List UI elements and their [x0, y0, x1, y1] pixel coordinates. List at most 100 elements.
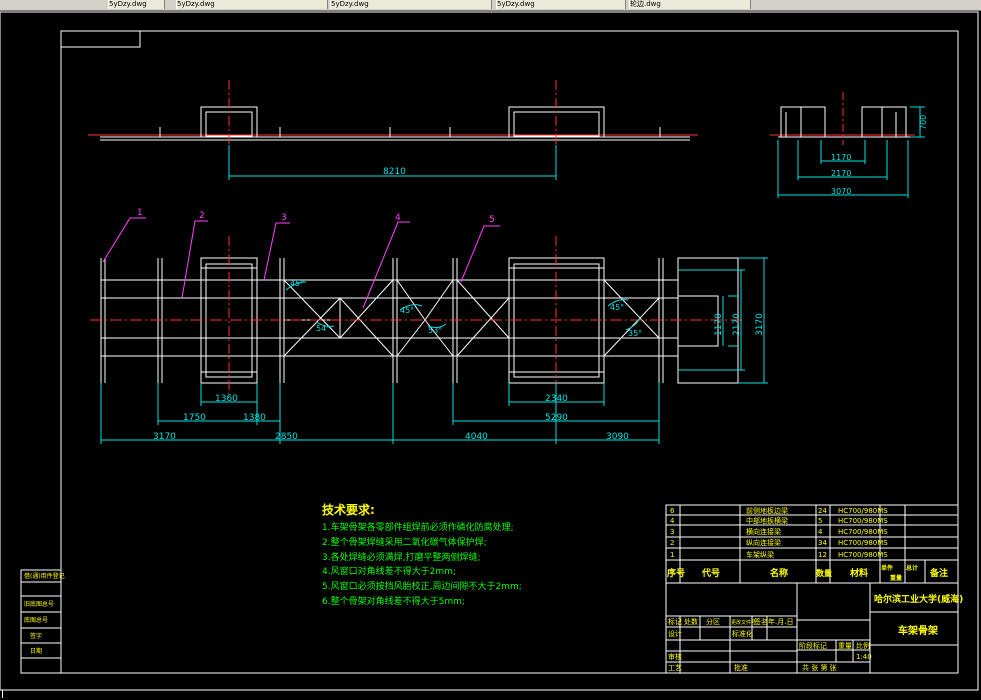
- svg-text:批准: 批准: [734, 663, 748, 672]
- angle-label: 53°: [428, 326, 442, 335]
- balloon-label: 5: [489, 215, 495, 225]
- svg-text:分区: 分区: [706, 617, 720, 626]
- svg-text:1: 1: [670, 551, 674, 559]
- dim-text: 4040: [465, 432, 488, 442]
- svg-text:备注: 备注: [929, 567, 948, 579]
- svg-text:HC700/980MS: HC700/980MS: [838, 528, 888, 536]
- svg-text:名称: 名称: [770, 567, 788, 579]
- svg-text:哈尔滨工业大学(威海): 哈尔滨工业大学(威海): [874, 593, 963, 605]
- svg-text:12: 12: [818, 551, 827, 559]
- svg-text:4: 4: [670, 517, 675, 525]
- tab-5[interactable]: 轮边.dwg: [629, 0, 751, 9]
- svg-text:处数: 处数: [684, 617, 698, 626]
- svg-text:年.月.日: 年.月.日: [768, 617, 793, 626]
- dim-text: 2170: [732, 313, 742, 336]
- svg-text:数量: 数量: [816, 568, 832, 578]
- svg-text:纵向连接梁: 纵向连接梁: [746, 538, 781, 547]
- left-stamp-table: [20, 569, 62, 674]
- svg-text:车架骨架: 车架骨架: [898, 624, 938, 637]
- svg-text:审核: 审核: [668, 652, 682, 661]
- tech-requirements: 1.车架骨架各零部件组焊前必须作磷化防腐处理; 2.整个骨架焊缝采用二氧化碳气体…: [322, 521, 522, 607]
- dim-text: 3170: [153, 432, 176, 442]
- dim-text: 1360: [215, 394, 238, 404]
- bom-row: 6 前侧地板边梁 24 HC700/980MS: [670, 506, 888, 515]
- balloon-label: 2: [199, 211, 205, 221]
- title-block-lines: [665, 582, 959, 674]
- tab-3[interactable]: 5yDzy.dwg: [330, 0, 492, 9]
- svg-text:更改文件号: 更改文件号: [731, 619, 756, 626]
- cad-drawing-canvas[interactable]: 8210 700 1170 2170 3070: [0, 10, 981, 700]
- angle-label: 35°: [628, 329, 642, 338]
- svg-text:24: 24: [818, 507, 827, 515]
- angle-labels: 45° 54° 45° 53° 45° 35°: [290, 279, 642, 338]
- bom-row: 1 车架纵梁 12 HC700/980MS: [670, 550, 888, 559]
- svg-text:3: 3: [670, 528, 674, 536]
- cursor-icon: [2, 690, 9, 698]
- balloon-label: 3: [281, 213, 287, 223]
- tab-1[interactable]: 5yDzy.dwg: [108, 0, 165, 9]
- dim-text: 3070: [831, 187, 851, 196]
- bom-row: 3 横向连接梁 4 HC700/980MS: [670, 527, 888, 536]
- viewport-border: [0, 11, 979, 691]
- plan-dimension-lines: [100, 257, 768, 444]
- svg-text:中部地板横梁: 中部地板横梁: [746, 516, 788, 525]
- tab-4[interactable]: 5yDzy.dwg: [496, 0, 626, 9]
- svg-text:HC700/980MS: HC700/980MS: [838, 507, 888, 515]
- svg-text:总计: 总计: [906, 564, 918, 572]
- tab-2[interactable]: 5yDzy.dwg: [176, 0, 328, 9]
- dim-text: 1170: [714, 313, 724, 336]
- svg-text:比例: 比例: [856, 641, 870, 650]
- drawing-frame: [60, 30, 959, 674]
- svg-text:签字: 签字: [30, 632, 42, 640]
- bom-rows: 6 前侧地板边梁 24 HC700/980MS 4 中部地板横梁 5 HC700…: [667, 506, 948, 582]
- dim-text: 1380: [243, 413, 266, 423]
- balloon-label: 4: [395, 213, 401, 223]
- svg-text:工艺: 工艺: [668, 664, 682, 672]
- tab-bar: 5yDzy.dwg 5yDzy.dwg 5yDzy.dwg 5yDzy.dwg …: [0, 0, 981, 11]
- svg-text:重量: 重量: [890, 574, 902, 582]
- svg-text:1:40: 1:40: [856, 653, 872, 661]
- svg-text:车架纵梁: 车架纵梁: [746, 550, 774, 559]
- title-block-text: 标记 处数 分区 更改文件号 签名 年.月.日 设计 标准化 审核 工艺 批准 …: [668, 593, 963, 672]
- plan-dimension-texts: 1360 1750 1380 2340 5290 3170 2850 4040 …: [153, 313, 765, 442]
- svg-text:重量: 重量: [838, 642, 852, 650]
- svg-text:签名: 签名: [754, 617, 768, 626]
- dim-text: 3170: [755, 313, 765, 336]
- svg-text:序号: 序号: [667, 567, 685, 579]
- dim-text: 3090: [606, 432, 629, 442]
- dim-text: 2850: [275, 432, 298, 442]
- svg-text:2: 2: [670, 539, 674, 547]
- svg-text:标记: 标记: [668, 617, 682, 626]
- dim-text: 2340: [545, 394, 568, 404]
- dim-text: 2170: [831, 169, 851, 178]
- svg-text:材料: 材料: [849, 567, 868, 579]
- tech-line: 5.风窗口必须按挡风胎校正,周边间隙不大于2mm;: [322, 580, 522, 592]
- svg-text:HC700/980MS: HC700/980MS: [838, 539, 888, 547]
- svg-text:34: 34: [818, 539, 827, 547]
- side-dimensions: [777, 106, 925, 198]
- tech-line: 2.整个骨架焊缝采用二氧化碳气体保护焊;: [322, 536, 487, 548]
- dim-text: 700: [919, 115, 928, 130]
- svg-text:旧底图总号: 旧底图总号: [24, 600, 54, 608]
- leader-lines: [102, 217, 500, 309]
- bom-row: 2 纵向连接梁 34 HC700/980MS: [670, 538, 888, 547]
- svg-text:标准化: 标准化: [732, 629, 753, 638]
- svg-text:4: 4: [818, 528, 823, 536]
- svg-text:代号: 代号: [701, 567, 720, 579]
- svg-text:单件: 单件: [881, 564, 893, 572]
- side-elevation: [770, 106, 915, 138]
- tech-line: 1.车架骨架各零部件组焊前必须作磷化防腐处理;: [322, 521, 514, 533]
- left-stamp-text: 借(通)用件登记 旧底图总号 底图总号 签字 日期: [24, 572, 65, 655]
- angle-label: 54°: [316, 324, 330, 333]
- svg-text:设计: 设计: [668, 629, 682, 638]
- svg-text:阶段标记: 阶段标记: [799, 641, 827, 650]
- angle-arcs: [285, 281, 641, 331]
- angle-label: 45°: [610, 303, 624, 312]
- svg-text:HC700/980MS: HC700/980MS: [838, 517, 888, 525]
- svg-text:横向连接梁: 横向连接梁: [746, 527, 781, 536]
- dim-text: 5290: [545, 413, 568, 423]
- balloon-labels: 1 2 3 4 5: [137, 208, 495, 225]
- svg-text:借(通)用件登记: 借(通)用件登记: [24, 572, 65, 580]
- svg-text:日期: 日期: [30, 647, 42, 655]
- balloon-label: 1: [137, 208, 143, 218]
